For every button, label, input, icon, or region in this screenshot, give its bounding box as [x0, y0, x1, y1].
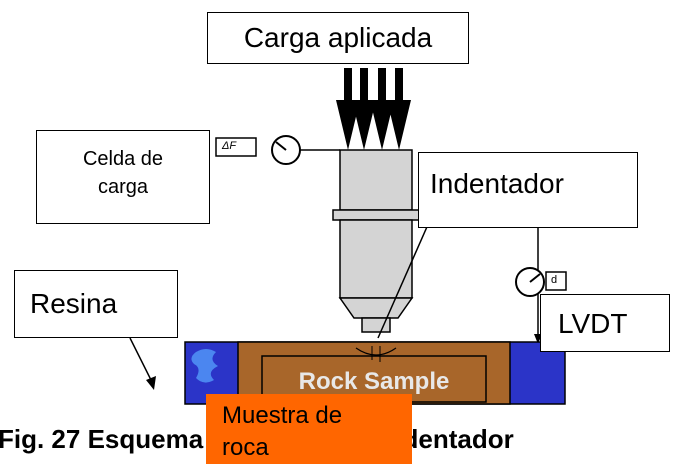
rock-sample-label: Rock Sample: [298, 368, 450, 395]
load-cell-box: [36, 130, 210, 224]
rock-sample-callout-line2: roca: [222, 434, 269, 461]
resin-label: Resina: [30, 288, 118, 319]
rock-sample-callout: Muestra de roca: [206, 394, 412, 464]
applied-load-label: Carga aplicada: [243, 22, 433, 53]
delta-f-label: ΔF: [222, 140, 237, 152]
lvdt-box: [540, 294, 670, 352]
indenter-label: Indentador: [430, 168, 564, 199]
load-cell-label-line2: carga: [97, 176, 149, 198]
resin-box: [14, 270, 178, 338]
d-label: d: [551, 274, 558, 286]
load-cell-gauge: [215, 135, 340, 165]
load-cell-label-line1: Celda de: [82, 148, 164, 170]
indenter-box: [418, 152, 638, 228]
rock-sample-callout-line1: Muestra de: [222, 402, 343, 429]
lvdt-label: LVDT: [558, 308, 628, 339]
indenter-cylinder: [332, 149, 420, 333]
applied-load-box: [207, 12, 469, 64]
arrows-down-icon: [336, 68, 411, 150]
gauge-icon: [515, 267, 567, 297]
